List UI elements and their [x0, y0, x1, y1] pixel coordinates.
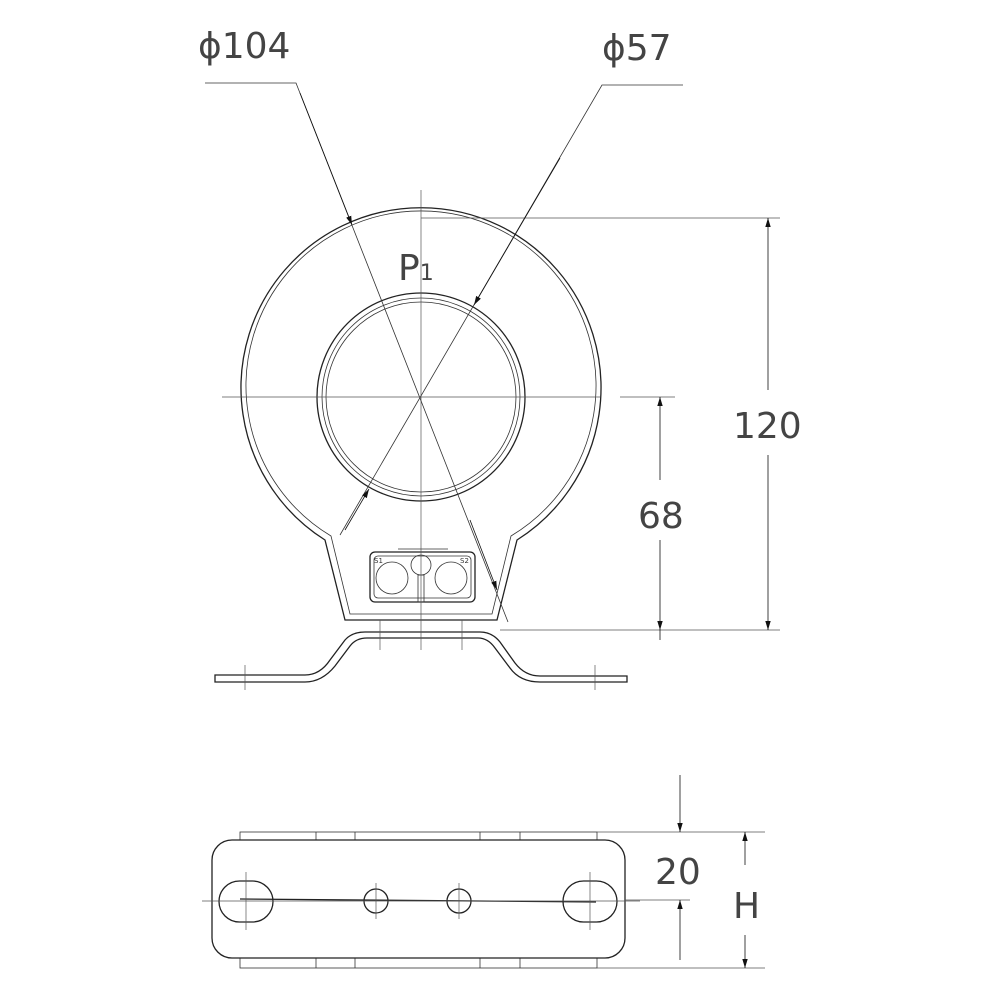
- height-var-label: H: [733, 886, 760, 927]
- outer-diameter-label: ϕ104: [198, 26, 290, 67]
- dimension-h: H: [733, 832, 760, 968]
- center-height-label: 68: [638, 496, 684, 537]
- dimension-120: 120: [733, 218, 802, 630]
- inner-diameter-label: ϕ57: [602, 28, 672, 69]
- diameter-leaders: [205, 82, 683, 623]
- front-view: S1 S2: [214, 190, 780, 690]
- dimension-68: 68: [638, 397, 684, 640]
- terminal-s2-label: S2: [460, 557, 469, 565]
- primary-mark-label: P1: [398, 248, 434, 289]
- mounting-bracket: [214, 631, 628, 683]
- terminal-box: S1 S2: [369, 548, 476, 603]
- height-total-label: 120: [733, 406, 802, 447]
- dimension-20: 20: [655, 775, 701, 960]
- terminal-s1-label: S1: [374, 557, 383, 565]
- thickness-label: 20: [655, 852, 701, 893]
- bottom-view: [202, 831, 765, 969]
